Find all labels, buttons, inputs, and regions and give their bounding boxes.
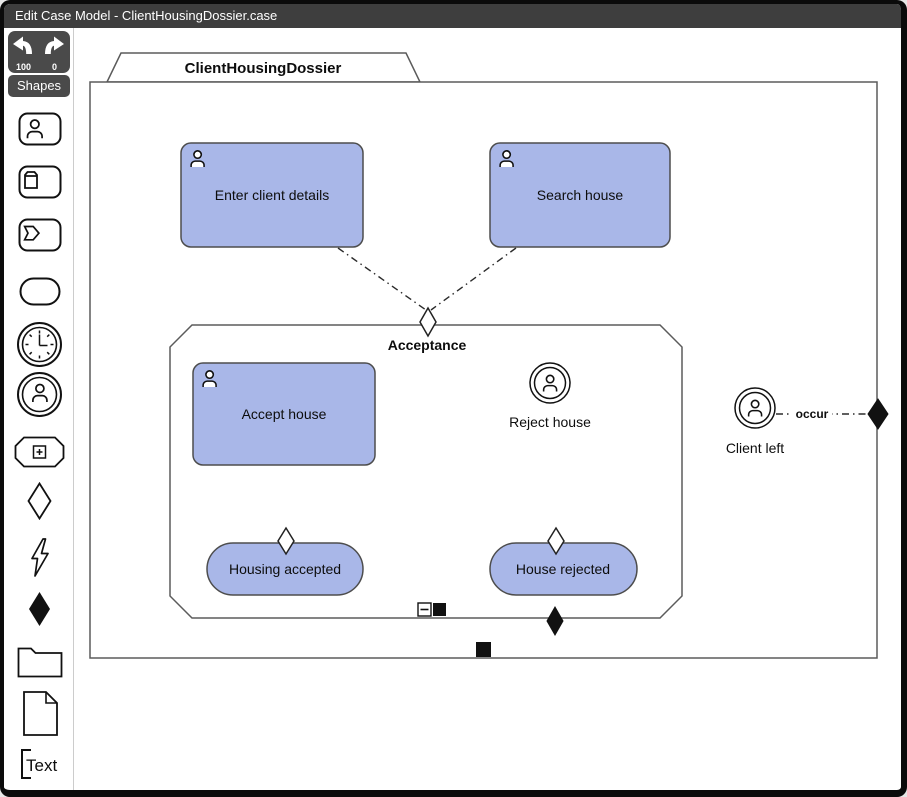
- palette-human-task-icon[interactable]: [18, 112, 62, 151]
- palette-folder-icon[interactable]: [17, 642, 63, 683]
- entry-criterion-acceptance[interactable]: [419, 306, 437, 338]
- task-search-house[interactable]: Search house: [489, 142, 671, 248]
- milestone-label: Housing accepted: [229, 561, 341, 577]
- redo-button[interactable]: 0: [39, 31, 70, 73]
- exit-criterion-stage[interactable]: [546, 605, 564, 637]
- undo-icon: [13, 36, 32, 54]
- palette-exit-criterion-icon[interactable]: [28, 591, 51, 632]
- palette-document-icon[interactable]: [22, 690, 59, 742]
- edge-label-backdrop: [792, 405, 832, 421]
- palette-event-icon[interactable]: [28, 537, 51, 583]
- window-titlebar: Edit Case Model - ClientHousingDossier.c…: [4, 4, 901, 28]
- shapes-panel-label: Shapes: [16, 78, 62, 93]
- undo-button[interactable]: 100: [8, 31, 39, 73]
- exit-criterion-case[interactable]: [867, 398, 889, 430]
- task-label: Enter client details: [215, 187, 329, 203]
- milestone-house-rejected[interactable]: House rejected: [489, 542, 638, 596]
- palette-case-task-icon[interactable]: [18, 165, 62, 204]
- event-label: Reject house: [509, 414, 591, 430]
- edge-label-occur: occur: [796, 407, 829, 421]
- stage-label: Acceptance: [388, 337, 467, 353]
- palette-entry-criterion-icon[interactable]: [27, 481, 52, 525]
- diagram-canvas[interactable]: ClientHousingDossier occur Acceptance En…: [76, 28, 903, 790]
- palette-milestone-icon[interactable]: [19, 277, 61, 311]
- entry-criterion-house-rejected[interactable]: [547, 526, 565, 556]
- redo-count: 0: [51, 62, 57, 72]
- entry-criterion-housing-accepted[interactable]: [277, 526, 295, 556]
- palette-stage-icon[interactable]: [14, 436, 65, 473]
- palette-text-annotation-icon[interactable]: Text: [18, 746, 66, 787]
- task-enter-client-details[interactable]: Enter client details: [180, 142, 364, 248]
- task-label: Search house: [537, 187, 624, 203]
- palette-timer-event-icon[interactable]: [16, 321, 63, 373]
- palette-process-task-icon[interactable]: [18, 218, 62, 257]
- palette-user-event-icon[interactable]: [16, 371, 63, 423]
- milestone-label: House rejected: [516, 561, 610, 577]
- undo-redo-panel: 100 0: [8, 31, 70, 73]
- task-accept-house[interactable]: Accept house: [192, 362, 376, 466]
- stage-autocomplete-marker: [433, 603, 446, 616]
- case-plan-title: ClientHousingDossier: [185, 60, 342, 77]
- undo-count: 100: [15, 62, 32, 72]
- event-label: Client left: [726, 440, 784, 456]
- redo-icon: [45, 36, 64, 54]
- text-tool-label: Text: [26, 756, 57, 775]
- task-label: Accept house: [242, 406, 327, 422]
- window-title: Edit Case Model - ClientHousingDossier.c…: [15, 8, 278, 23]
- connector-search-house-to-acceptance[interactable]: [430, 247, 517, 311]
- event-client-left[interactable]: Client left: [726, 387, 784, 456]
- event-reject-house[interactable]: Reject house: [509, 362, 591, 430]
- sidebar-separator: [73, 28, 74, 790]
- connector-enter-details-to-acceptance[interactable]: [337, 247, 427, 311]
- shapes-panel-tab[interactable]: Shapes: [8, 75, 70, 97]
- case-autocomplete-marker: [476, 642, 491, 657]
